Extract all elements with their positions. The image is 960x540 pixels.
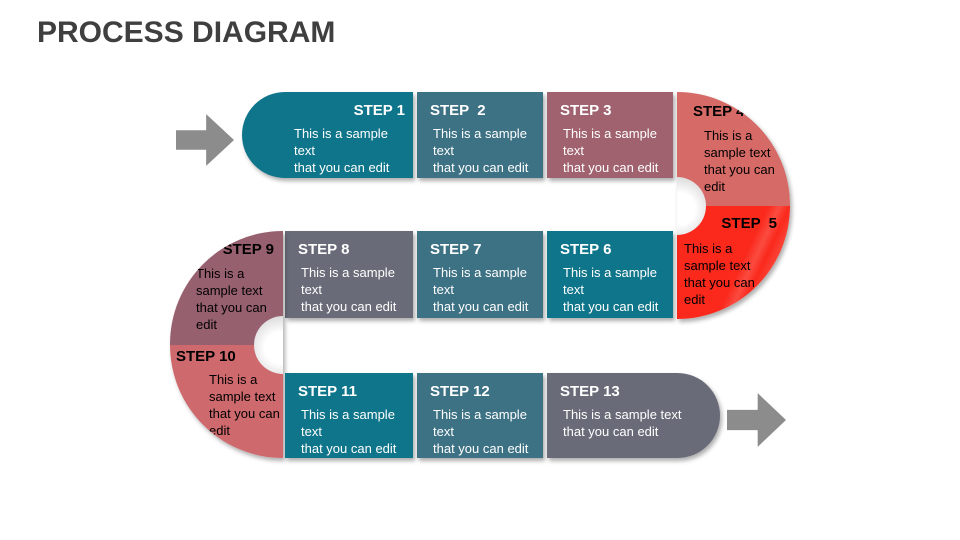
step-2-body: This is a sample text that you can edit bbox=[433, 126, 529, 175]
step-13-body: This is a sample text that you can edit bbox=[563, 407, 682, 439]
step-10-label: STEP 10 bbox=[176, 348, 236, 365]
step-2-block[interactable]: STEP 2 This is a sample text that you ca… bbox=[417, 92, 543, 178]
step-12-label: STEP 12 bbox=[430, 383, 490, 400]
step-7-block[interactable]: STEP 7 This is a sample text that you ca… bbox=[417, 231, 543, 318]
step-1-label: STEP 1 bbox=[353, 102, 405, 119]
step-12-body: This is a sample text that you can edit bbox=[433, 407, 529, 456]
step-12-block[interactable]: STEP 12 This is a sample text that you c… bbox=[417, 373, 543, 458]
left-turn-curve: STEP 9 This is a sample text that you ca… bbox=[170, 231, 283, 458]
step-8-label: STEP 8 bbox=[298, 241, 350, 258]
step-7-body: This is a sample text that you can edit bbox=[433, 265, 529, 314]
step-4-body: This is a sample text that you can edit bbox=[704, 128, 775, 194]
step-11-label: STEP 11 bbox=[298, 383, 357, 400]
step-8-block[interactable]: STEP 8 This is a sample text that you ca… bbox=[285, 231, 413, 318]
step-3-body: This is a sample text that you can edit bbox=[563, 126, 659, 175]
step-6-block[interactable]: STEP 6 This is a sample text that you ca… bbox=[547, 231, 673, 318]
step-9-body: This is a sample text that you can edit bbox=[196, 266, 267, 332]
step-11-block[interactable]: STEP 11 This is a sample text that you c… bbox=[285, 373, 413, 458]
step-9-label: STEP 9 bbox=[222, 241, 274, 258]
step-10-body: This is a sample text that you can edit bbox=[209, 372, 280, 438]
step-6-label: STEP 6 bbox=[560, 241, 612, 258]
step-8-body: This is a sample text that you can edit bbox=[301, 265, 397, 314]
step-5-label: STEP 5 bbox=[721, 215, 777, 232]
step-7-label: STEP 7 bbox=[430, 241, 482, 258]
step-1-body: This is a sample text that you can edit bbox=[294, 126, 390, 175]
step-3-block[interactable]: STEP 3 This is a sample text that you ca… bbox=[547, 92, 673, 178]
step-13-block[interactable]: STEP 13 This is a sample text that you c… bbox=[547, 373, 720, 458]
flow-start-arrow-icon bbox=[176, 114, 234, 166]
step-3-label: STEP 3 bbox=[560, 102, 612, 119]
step-13-label: STEP 13 bbox=[560, 383, 620, 400]
right-turn-curve: STEP 4 This is a sample text that you ca… bbox=[677, 92, 790, 319]
step-5-body: This is a sample text that you can edit bbox=[684, 241, 755, 307]
page-title: PROCESS DIAGRAM bbox=[37, 16, 336, 49]
step-6-body: This is a sample text that you can edit bbox=[563, 265, 659, 314]
step-1-block[interactable]: STEP 1 This is a sample text that you ca… bbox=[242, 92, 413, 178]
step-4-label: STEP 4 bbox=[693, 103, 745, 120]
step-11-body: This is a sample text that you can edit bbox=[301, 407, 397, 456]
flow-end-arrow-icon bbox=[727, 393, 786, 447]
step-2-label: STEP 2 bbox=[430, 102, 486, 119]
